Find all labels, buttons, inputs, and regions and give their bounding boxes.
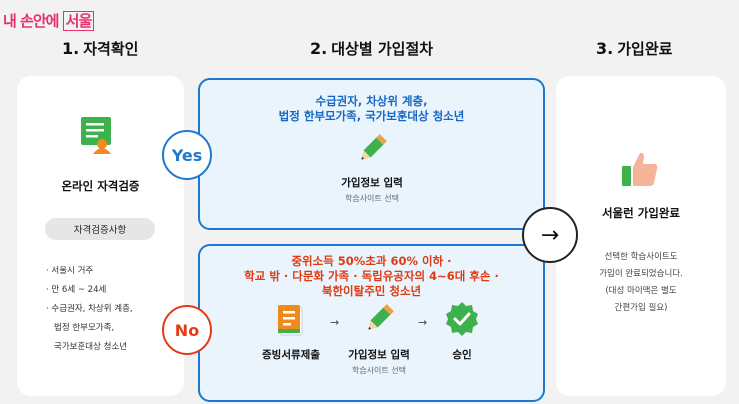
completion-description: 선택한 학습사이트도 가입이 완료되었습니다. (대성 마이맥은 별도 간편가입… <box>556 249 726 317</box>
seoul-logo: 내 손안에 서울 <box>3 10 95 31</box>
completion-title: 서울런 가입완료 <box>601 206 681 220</box>
yes-action-label: 가입정보 입력 <box>341 177 403 189</box>
no-step3-label: 승인 <box>452 349 472 361</box>
list-item: · 수급권자, 차상위 계층, <box>46 304 133 314</box>
step-2-number: 2. <box>310 39 328 58</box>
list-item: 국가보훈대상 청소년 <box>54 342 128 352</box>
logo-boxed: 서울 <box>62 11 95 31</box>
completion-line-1: 선택한 학습사이트도 <box>604 252 678 262</box>
online-verification-title: 온라인 자격검증 <box>61 179 140 193</box>
logo-prefix: 내 손안에 <box>3 12 59 30</box>
document-icon <box>278 305 303 336</box>
no-target-line-1: 중위소득 50%초과 60% 이하 · <box>291 254 452 268</box>
step-3-label: 가입완료 <box>617 40 673 58</box>
yes-target-line-1: 수급권자, 차상위 계층, <box>315 94 428 108</box>
step-3-title: 3.가입완료 <box>596 38 672 59</box>
pencil-icon <box>361 134 387 160</box>
completion-line-4: 간편가입 필요) <box>614 303 668 313</box>
no-target-line-3: 북한이탈주민 청소년 <box>321 284 422 298</box>
no-badge: No <box>162 305 212 355</box>
step-1-label: 자격확인 <box>83 40 139 58</box>
next-arrow-icon: → <box>522 207 578 263</box>
eligibility-items-pill: 자격검증사항 <box>45 218 155 240</box>
list-item: · 만 6세 ~ 24세 <box>46 285 107 295</box>
arrow-icon: → <box>330 316 340 329</box>
no-target-line-2: 학교 밖 · 다문화 가족 · 독립유공자의 4~6대 후손 · <box>244 269 499 283</box>
step-2-title: 2.대상별 가입절차 <box>310 38 433 59</box>
eligibility-list: · 서울시 거주 · 만 6세 ~ 24세 · 수급권자, 차상위 계층, 법정… <box>46 262 133 357</box>
completion-card <box>556 76 726 396</box>
no-step2-label: 가입정보 입력 <box>348 349 410 361</box>
yes-badge: Yes <box>162 130 212 180</box>
list-item: · 서울시 거주 <box>46 266 94 276</box>
approval-check-icon <box>446 302 478 336</box>
completion-line-2: 가입이 완료되었습니다. <box>599 269 683 279</box>
step-1-title: 1.자격확인 <box>62 38 138 59</box>
list-item: 법정 한부모가족, <box>54 323 115 333</box>
thumbs-up-icon <box>622 152 658 186</box>
no-step2-sub: 학습사이트 선택 <box>351 366 407 375</box>
step-2-label: 대상별 가입절차 <box>331 40 434 58</box>
yes-target-line-2: 법정 한부모가족, 국가보훈대상 청소년 <box>278 109 465 123</box>
yes-action-sub: 학습사이트 선택 <box>344 194 400 203</box>
no-step1-label: 증빙서류제출 <box>262 349 320 361</box>
step-3-number: 3. <box>596 39 614 58</box>
step-1-number: 1. <box>62 39 80 58</box>
pencil-icon <box>368 304 394 330</box>
arrow-icon: → <box>418 316 428 329</box>
document-check-icon <box>81 117 111 154</box>
completion-line-3: (대성 마이맥은 별도 <box>605 286 677 296</box>
